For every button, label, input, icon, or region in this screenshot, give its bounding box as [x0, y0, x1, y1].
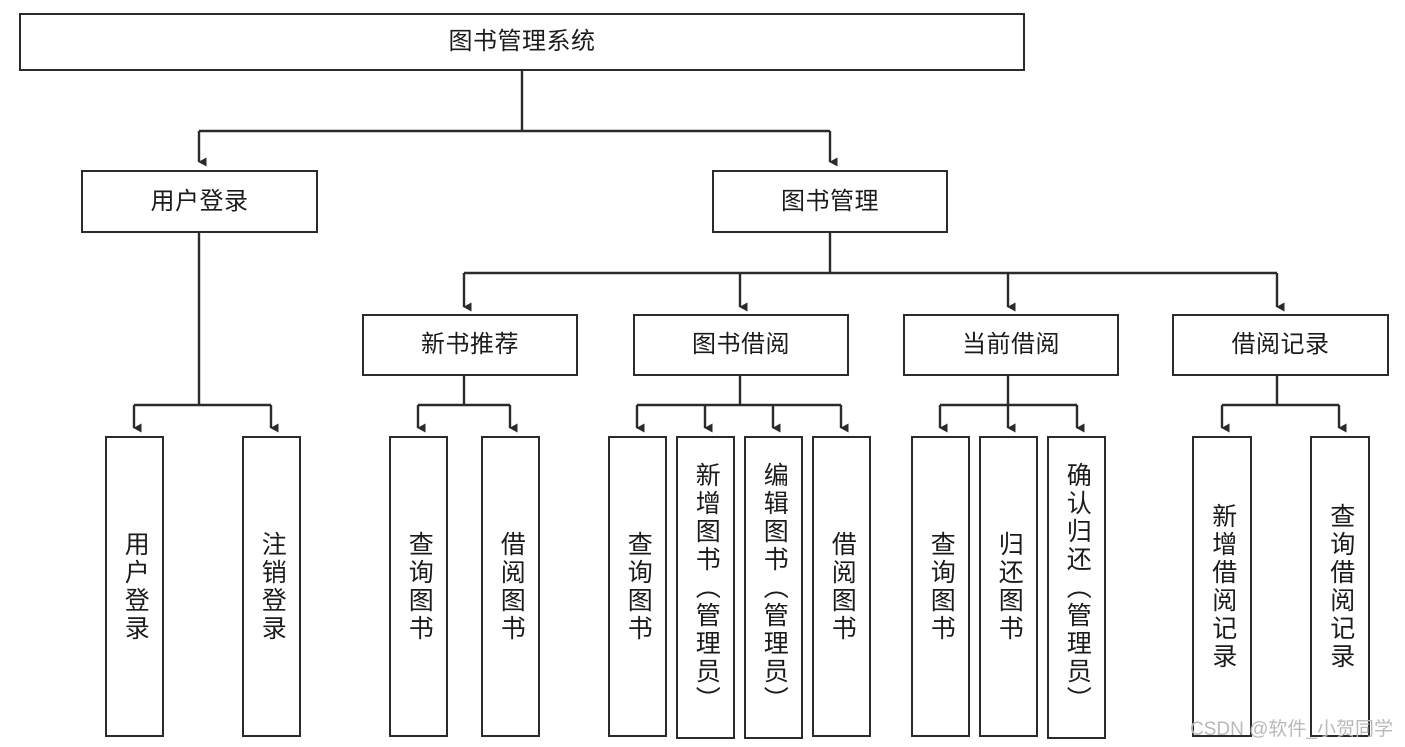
- node-label: 图书管理: [781, 187, 879, 215]
- leaf-logout-login[interactable]: 注销登录: [242, 436, 301, 737]
- node-book-borrow[interactable]: 图书借阅: [633, 314, 849, 376]
- leaf-query-book-current[interactable]: 查询图书: [911, 436, 970, 737]
- leaf-query-book-recommend[interactable]: 查询图书: [389, 436, 448, 737]
- node-label: 用户登录: [121, 530, 150, 643]
- node-label: 查询图书: [624, 530, 653, 643]
- node-label: 借阅图书: [828, 530, 857, 643]
- node-book-management[interactable]: 图书管理: [712, 170, 948, 233]
- leaf-query-book-borrow[interactable]: 查询图书: [608, 436, 667, 737]
- leaf-add-borrow-record[interactable]: 新增借阅记录: [1192, 436, 1252, 737]
- leaf-add-book-admin[interactable]: 新增图书（管理员）: [676, 436, 735, 739]
- leaf-user-login[interactable]: 用户登录: [105, 436, 164, 737]
- node-label: 借阅图书: [497, 530, 526, 643]
- csdn-watermark: CSDN @软件_小贺同学: [1190, 719, 1393, 740]
- node-label: 查询图书: [405, 530, 434, 643]
- leaf-borrow-book-recommend[interactable]: 借阅图书: [481, 436, 540, 737]
- node-label: 当前借阅: [962, 331, 1060, 359]
- node-label: 注销登录: [258, 530, 287, 643]
- node-label: 图书借阅: [692, 331, 790, 359]
- node-label: 编辑图书（管理员）: [760, 461, 789, 714]
- node-new-book-recommend[interactable]: 新书推荐: [362, 314, 578, 376]
- node-current-borrow[interactable]: 当前借阅: [903, 314, 1119, 376]
- node-root-system[interactable]: 图书管理系统: [19, 13, 1025, 71]
- node-label: 查询图书: [927, 530, 956, 643]
- node-label: 用户登录: [150, 187, 249, 215]
- leaf-edit-book-admin[interactable]: 编辑图书（管理员）: [744, 436, 803, 739]
- node-label: 确认归还（管理员）: [1063, 461, 1092, 714]
- leaf-confirm-return-admin[interactable]: 确认归还（管理员）: [1047, 436, 1106, 739]
- node-label: 借阅记录: [1231, 331, 1330, 359]
- node-label: 归还图书: [995, 530, 1024, 643]
- node-label: 新书推荐: [421, 331, 519, 359]
- node-user-login[interactable]: 用户登录: [81, 170, 318, 233]
- node-label: 查询借阅记录: [1326, 502, 1355, 671]
- node-borrow-record[interactable]: 借阅记录: [1172, 314, 1389, 376]
- leaf-borrow-book[interactable]: 借阅图书: [812, 436, 871, 737]
- leaf-return-book[interactable]: 归还图书: [979, 436, 1038, 737]
- leaf-query-borrow-record[interactable]: 查询借阅记录: [1310, 436, 1370, 737]
- node-label: 新增图书（管理员）: [692, 461, 721, 714]
- node-label: 新增借阅记录: [1208, 502, 1237, 671]
- node-label: 图书管理系统: [448, 28, 596, 56]
